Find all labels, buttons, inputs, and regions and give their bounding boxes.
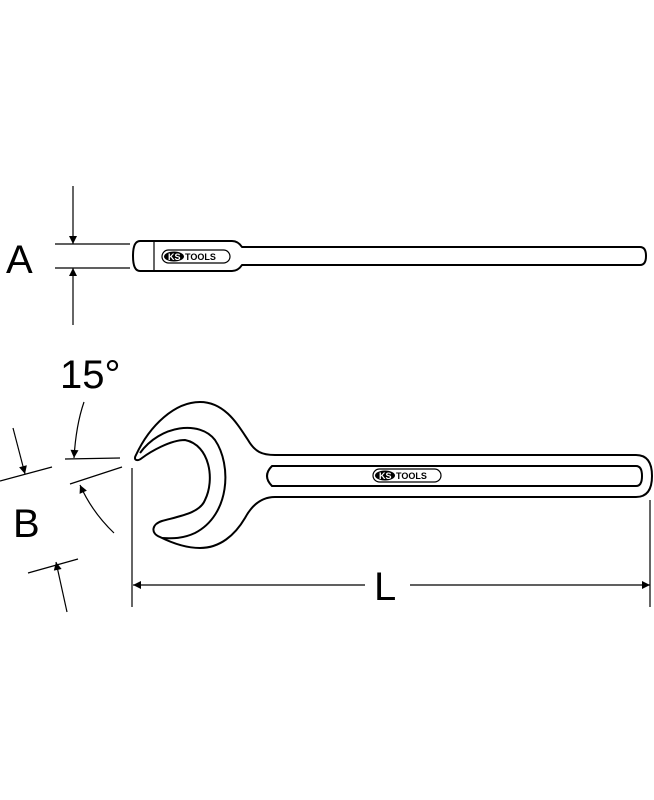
dimension-b-label: B xyxy=(13,502,40,546)
dimension-angle: 15° xyxy=(60,353,123,534)
dimension-l-label: L xyxy=(374,565,396,609)
svg-text:TOOLS: TOOLS xyxy=(396,471,427,481)
dimension-l: L xyxy=(131,468,651,609)
dimension-a: A xyxy=(6,186,130,325)
ks-tools-logo-front: KS TOOLS xyxy=(372,468,442,483)
dimension-a-label: A xyxy=(6,238,33,282)
svg-text:TOOLS: TOOLS xyxy=(185,252,216,262)
svg-text:KS: KS xyxy=(379,471,392,481)
wrench-front-view: KS TOOLS xyxy=(133,401,653,549)
angle-label: 15° xyxy=(60,353,121,397)
ks-tools-logo: KS TOOLS xyxy=(161,249,231,264)
svg-text:KS: KS xyxy=(168,252,181,262)
wrench-side-view: KS TOOLS xyxy=(132,240,647,272)
dimension-b: B xyxy=(0,427,79,613)
